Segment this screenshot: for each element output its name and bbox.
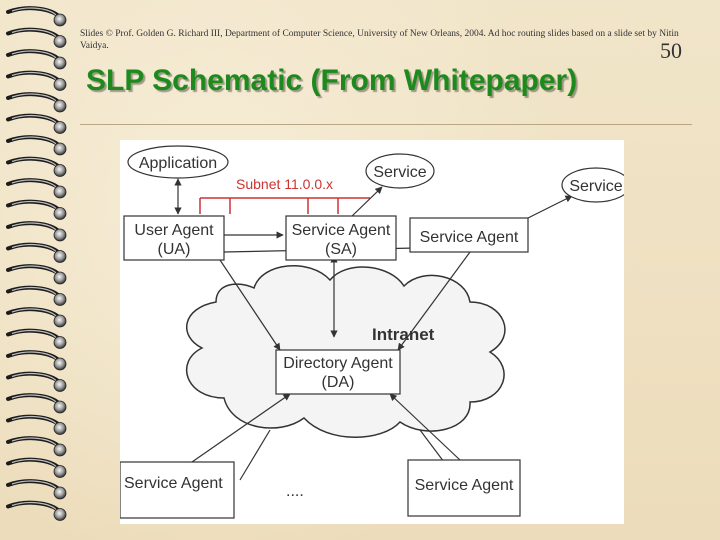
binding-ring — [6, 371, 67, 392]
service-agent-line2: (SA) — [325, 241, 357, 258]
binding-ring — [6, 49, 67, 70]
binding-ring — [6, 70, 67, 91]
binding-ring — [6, 135, 67, 156]
binding-ring — [6, 479, 67, 500]
slp-schematic-figure: Application Subnet 11.0.0.x Service Serv… — [120, 140, 624, 524]
sa-bottom-right-da-link — [389, 393, 461, 461]
intranet-label: Intranet — [372, 325, 435, 344]
service-agent-right-label: Service Agent — [420, 229, 519, 246]
directory-agent-line2: (DA) — [322, 374, 355, 391]
service-agent-bottom-right-node — [407, 459, 521, 517]
binding-ring — [6, 199, 67, 220]
binding-ring — [6, 178, 67, 199]
user-agent-line2: (UA) — [158, 241, 191, 258]
subnet-bus — [199, 197, 370, 214]
binding-ring — [6, 92, 67, 113]
binding-ring — [6, 436, 67, 457]
service-node-left — [365, 153, 435, 189]
sa-right-service-link — [523, 195, 573, 221]
spiral-binding — [6, 6, 67, 521]
slide-title: SLP Schematic (From Whitepaper) — [86, 64, 578, 97]
binding-ring — [6, 307, 67, 328]
more-agents-ellipsis: .... — [286, 483, 304, 500]
service-right-label: Service — [569, 178, 622, 195]
sa-service-link — [349, 186, 383, 219]
service-node-right — [561, 167, 624, 203]
slide-number: 50 — [660, 38, 682, 63]
binding-ring — [6, 500, 67, 521]
binding-ring — [6, 393, 67, 414]
binding-ring — [6, 328, 67, 349]
binding-ring — [6, 414, 67, 435]
binding-ring — [6, 113, 67, 134]
service-agent-bottom-left-node — [120, 461, 235, 519]
user-agent-line1: User Agent — [134, 222, 214, 239]
service-agent-bottom-right-label: Service Agent — [415, 477, 514, 494]
title-divider — [80, 124, 692, 125]
application-node — [127, 145, 229, 179]
subnet-label: Subnet 11.0.0.x — [236, 176, 333, 192]
binding-ring — [6, 221, 67, 242]
service-agent-bottom-left-label: Service Agent — [124, 475, 223, 492]
sa-bottom-left-service-link — [239, 429, 271, 481]
binding-ring — [6, 264, 67, 285]
binding-ring — [6, 27, 67, 48]
binding-ring — [6, 350, 67, 371]
directory-agent-line1: Directory Agent — [283, 355, 393, 372]
binding-ring — [6, 242, 67, 263]
binding-ring — [6, 156, 67, 177]
service-agent-right-node — [409, 217, 529, 253]
user-agent-node — [123, 215, 225, 261]
service-agent-line1: Service Agent — [292, 222, 391, 239]
binding-ring — [6, 457, 67, 478]
directory-agent-node — [275, 349, 401, 395]
service-agent-node — [285, 215, 397, 261]
slide-credit: Slides © Prof. Golden G. Richard III, De… — [80, 29, 679, 51]
sa-bottom-left-da-link — [191, 393, 291, 463]
binding-ring — [6, 285, 67, 306]
ua-da-link — [215, 253, 281, 351]
binding-ring — [6, 6, 67, 27]
application-label: Application — [139, 155, 217, 172]
sa-right-da-link — [397, 251, 471, 351]
service-left-label: Service — [373, 164, 426, 181]
